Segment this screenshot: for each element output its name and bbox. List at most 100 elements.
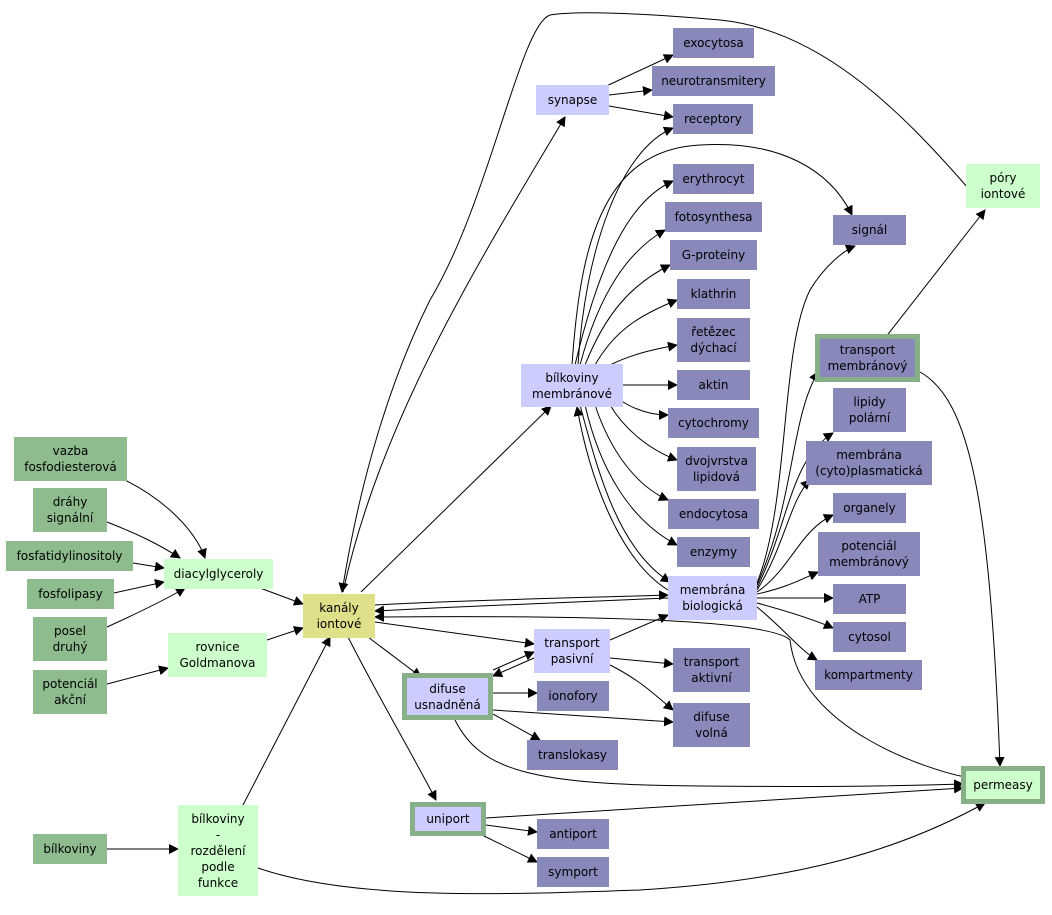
edge-bm-dvojvrstva xyxy=(609,404,678,462)
edge-kanaly-transpas xyxy=(374,621,535,648)
edge-synapse-neuro xyxy=(608,86,653,97)
edge-potencial-rovnice xyxy=(106,665,169,685)
edge-kanaly-membrana xyxy=(374,590,669,606)
node-exocytosa: exocytosa xyxy=(673,28,754,58)
node-aktin: aktin xyxy=(677,370,750,400)
node-symport: symport xyxy=(537,857,609,887)
node-cytochromy: cytochromy xyxy=(668,408,759,438)
node-transport-aktivni: transport aktivní xyxy=(673,648,750,692)
edge-rozdeleni-kanaly xyxy=(242,636,331,806)
node-cytosol: cytosol xyxy=(833,622,906,652)
node-membrana-cytoplasmaticka: membrána (cyto)plasmatická xyxy=(806,441,932,485)
node-receptory: receptory xyxy=(673,104,753,134)
edge-bm-klathrin xyxy=(594,298,678,366)
edge-membrana-bm xyxy=(573,406,669,591)
edge-vazba-diacyl xyxy=(124,479,207,559)
node-drahy-signalni: dráhy signální xyxy=(33,488,107,532)
node-membrana-biologicka: membrána biologická xyxy=(668,576,757,620)
edge-mb-organely xyxy=(756,514,834,593)
node-bilkoviny: bílkoviny xyxy=(33,834,107,864)
edge-bm-endocytosa xyxy=(594,404,669,501)
edge-bm-receptory xyxy=(577,126,674,366)
edge-du-translokasy xyxy=(492,713,541,741)
node-difuse-volna: difuse volná xyxy=(673,703,750,747)
edge-drahy-diacyl xyxy=(106,521,181,559)
node-permeasy: permeasy xyxy=(961,766,1045,804)
edge-synapse-exocytosa xyxy=(599,54,674,90)
edge-bm-erythrocyt xyxy=(574,180,674,366)
edge-bm-fotosynthesa xyxy=(579,229,666,366)
edge-fosfatidyl-diacyl xyxy=(132,561,165,572)
node-fotosynthesa: fotosynthesa xyxy=(665,202,762,232)
edge-pory-kanaly xyxy=(338,12,969,593)
edge-mb-signal xyxy=(756,244,856,584)
edge-tp-membrana xyxy=(609,613,669,641)
node-transport-membranovy: transport membránový xyxy=(815,334,920,382)
edge-tp-aktivni xyxy=(609,657,674,669)
node-antiport: antiport xyxy=(537,819,609,849)
node-kanaly-iontove: kanály iontové xyxy=(303,594,375,638)
node-g-proteiny: G-proteiny xyxy=(670,240,757,270)
node-pory-iontove: póry iontové xyxy=(966,164,1040,208)
node-endocytosa: endocytosa xyxy=(668,499,759,529)
node-erythrocyt: erythrocyt xyxy=(673,164,754,194)
node-lipidy-polarni: lipidy polární xyxy=(833,388,906,432)
node-atp: ATP xyxy=(833,584,906,614)
node-diacylglyceroly: diacylglyceroly xyxy=(164,559,273,589)
node-difuse-usnadnena: difuse usnadněná xyxy=(402,673,493,720)
node-ionofory: ionofory xyxy=(537,681,609,711)
edge-diacyl-kanaly xyxy=(259,587,304,606)
node-potencial-membranovy: potenciál membránový xyxy=(818,532,920,576)
node-posel-druhy: posel druhý xyxy=(33,617,107,661)
edge-difuse-tp xyxy=(492,651,535,671)
edge-kanaly-uniport xyxy=(347,636,437,801)
node-dvojvrstva-lipidova: dvojvrstva lipidová xyxy=(677,447,756,491)
edge-uniport-permeasy xyxy=(485,783,964,819)
edge-bm-retezec xyxy=(609,341,678,366)
edge-kanaly-difuse xyxy=(367,636,422,678)
edge-bm-gproteiny xyxy=(584,264,671,366)
node-transport-pasivni: transport pasivní xyxy=(534,629,610,673)
edge-mb-kompartmenty xyxy=(756,606,818,661)
edge-posel-diacyl xyxy=(106,587,186,628)
edge-tp-volna xyxy=(609,664,674,711)
edge-synapse-receptory xyxy=(608,105,674,121)
node-uniport: uniport xyxy=(410,802,486,836)
node-enzymy: enzymy xyxy=(677,537,750,567)
edge-bm-signal xyxy=(571,143,853,366)
edge-mb-cyto xyxy=(756,479,811,591)
node-kompartmenty: kompartmenty xyxy=(815,660,922,690)
node-synapse: synapse xyxy=(536,85,609,115)
edge-uniport-symport xyxy=(479,833,538,863)
edge-du-permeasy xyxy=(454,719,964,790)
node-translokasy: translokasy xyxy=(527,740,618,770)
edge-bm-enzymy xyxy=(584,404,678,546)
edge-fosfolipasy-diacyl xyxy=(113,579,165,594)
node-retezec-dychaci: řetězec dýchací xyxy=(677,318,750,362)
edge-bm-cytochromy xyxy=(619,399,669,420)
edge-kanaly-bilkmem xyxy=(360,405,552,593)
node-rovnice-goldmanova: rovnice Goldmanova xyxy=(168,633,267,677)
edge-permeasy-kanaly xyxy=(374,611,966,778)
edge-mb-transmem xyxy=(756,371,819,586)
edge-uniport-antiport xyxy=(485,824,538,836)
node-neurotransmitery: neurotransmitery xyxy=(652,66,775,96)
node-potencial-akcni: potenciál akční xyxy=(33,670,107,714)
edge-bm-membrana xyxy=(579,404,671,583)
node-organely: organely xyxy=(833,493,906,523)
edge-du-volna xyxy=(492,709,674,727)
node-bilkoviny-membranove: bílkoviny membránové xyxy=(521,364,623,407)
edge-mb-potmem xyxy=(756,571,819,595)
edge-rozdeleni-permeasy xyxy=(257,802,986,895)
node-vazba-fosfodiesterova: vazba fosfodiesterová xyxy=(14,437,127,481)
node-fosfolipasy: fosfolipasy xyxy=(27,579,114,609)
edge-kanaly-synapse xyxy=(342,116,566,593)
node-signal: signál xyxy=(833,215,906,245)
edge-transmem-permeasy xyxy=(919,371,1005,767)
edge-mb-cytosol xyxy=(756,602,834,629)
edge-membrana-kanaly xyxy=(374,597,669,616)
edge-tp-difuse xyxy=(492,657,535,677)
edge-transmem-pory xyxy=(884,209,986,339)
node-bilkoviny-rozdeleni: bílkoviny - rozdělení podle funkce xyxy=(178,805,258,896)
